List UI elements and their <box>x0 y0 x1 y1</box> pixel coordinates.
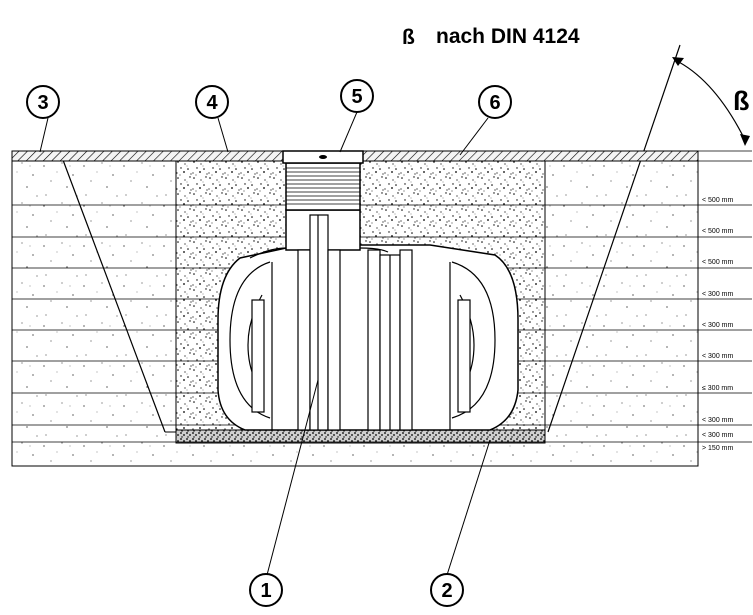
diagram-title: nach DIN 4124 <box>436 25 580 48</box>
riser-shaft <box>285 162 361 211</box>
callout-6: 6 <box>478 85 512 119</box>
dim-label-5: < 300 mm <box>702 322 733 329</box>
svg-text:4: 4 <box>206 92 218 114</box>
svg-text:2: 2 <box>441 580 452 602</box>
callout-leaders <box>39 111 491 576</box>
tank-shoulder <box>249 247 389 259</box>
dim-label-7: ≤ 300 mm <box>702 385 733 392</box>
callout-4: 4 <box>195 85 229 119</box>
callout-5: 5 <box>340 79 374 113</box>
tank-pillars <box>297 214 413 431</box>
dim-label-9: < 300 mm <box>702 432 733 439</box>
angle-arrow-top <box>672 57 684 66</box>
tank-end-left <box>251 299 265 413</box>
dim-label-2: < 500 mm <box>702 228 733 235</box>
svg-text:5: 5 <box>351 86 362 108</box>
angle-label: ß <box>733 86 750 116</box>
dim-label-4: < 300 mm <box>702 291 733 298</box>
angle-arrow-bottom <box>740 134 750 146</box>
angle-arc <box>674 59 746 141</box>
tank-end-right <box>457 299 471 413</box>
slope-left <box>59 151 166 433</box>
dim-label-6: < 300 mm <box>702 353 733 360</box>
svg-text:6: 6 <box>489 92 500 114</box>
callout-3: 3 <box>26 85 60 119</box>
dimension-labels: < 500 mm < 500 mm < 500 mm < 300 mm < 30… <box>702 197 733 452</box>
cover-knob <box>319 155 327 159</box>
dim-label-3: < 500 mm <box>702 259 733 266</box>
beta-symbol: ß <box>402 26 415 49</box>
tank <box>217 209 519 431</box>
slope-right <box>547 44 681 433</box>
svg-text:3: 3 <box>37 92 48 114</box>
dim-label-10: > 150 mm <box>702 445 733 452</box>
tank-rib-right-outer <box>451 261 496 419</box>
callout-2: 2 <box>430 573 464 607</box>
tank-rib-left-outer <box>229 261 271 419</box>
svg-text:1: 1 <box>260 580 271 602</box>
dim-label-8: < 300 mm <box>702 417 733 424</box>
dim-label-1: < 500 mm <box>702 197 733 204</box>
callout-1: 1 <box>249 573 283 607</box>
